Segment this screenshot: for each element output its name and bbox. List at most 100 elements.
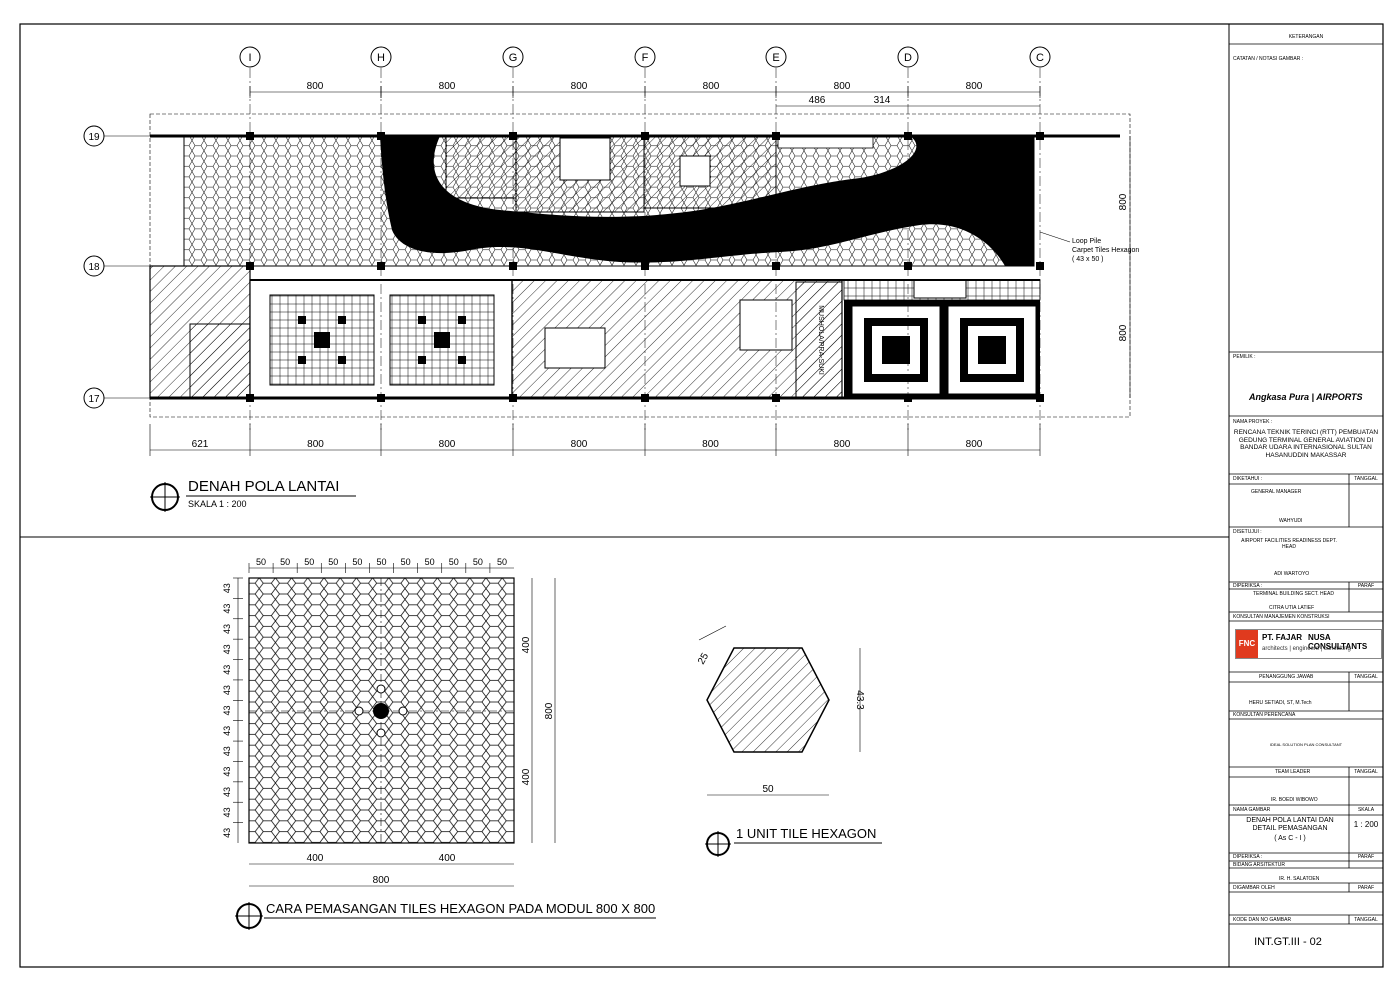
unit-title: 1 UNIT TILE HEXAGON — [736, 826, 876, 841]
tb-afr: AIRPORT FACILITIES READINESS DEPT. HEAD — [1241, 538, 1337, 550]
tb-afr-name: ADI WARTOYO — [1274, 571, 1310, 577]
dim-hex-width: 50 — [304, 557, 314, 567]
grid-bubble — [370, 46, 392, 68]
dim-hex-height: 43 — [222, 644, 232, 654]
grid-label-col: E — [772, 52, 779, 64]
fnc-abbr: FNC — [1236, 630, 1258, 658]
tb-bidang: BIDANG ARSITEKTUR — [1233, 862, 1285, 868]
dim-hex-width: 50 — [328, 557, 338, 567]
grid-label-col: C — [1036, 52, 1044, 64]
grid-bubble — [634, 46, 656, 68]
unit-side: 25 — [696, 651, 711, 667]
tb-diketahui: DIKETAHUI : — [1233, 476, 1263, 482]
tb-tanggal-3: TANGGAL — [1354, 769, 1378, 775]
callout-line3: ( 43 x 50 ) — [1072, 256, 1104, 263]
dim-hex-width: 50 — [401, 557, 411, 567]
grid-label-col: G — [509, 52, 518, 64]
dim-hex-height: 43 — [222, 828, 232, 838]
column — [1036, 262, 1044, 270]
grid-label-col: I — [248, 52, 251, 64]
tb-kode: KODE DAN NO GAMBAR — [1233, 917, 1292, 923]
dim-bottom: 800 — [307, 439, 324, 450]
unit-hexagon — [706, 647, 830, 753]
tb-tl-name: IR. BOEDI WIBOWO — [1271, 797, 1318, 803]
grid-label-col: D — [904, 52, 912, 64]
dim-hex-height: 43 — [222, 787, 232, 797]
plan-scale: SKALA 1 : 200 — [188, 499, 247, 509]
tb-pemilik: PEMILIK : — [1233, 354, 1256, 360]
tb-konsultan-mk: KONSULTAN MANAJEMEN KONSTRUKSI — [1233, 614, 1330, 620]
grid-bubble — [502, 46, 524, 68]
dim-top: 800 — [307, 81, 324, 92]
column — [246, 394, 254, 402]
dim-hex-width: 50 — [280, 557, 290, 567]
carpet-dark-band — [380, 136, 1034, 266]
column — [377, 262, 385, 270]
tb-paraf-1: PARAF — [1357, 583, 1375, 589]
column — [641, 132, 649, 140]
dim-bottom: 800 — [702, 439, 719, 450]
callout-line2: Carpet Tiles Hexagon — [1072, 247, 1139, 254]
column — [904, 262, 912, 270]
title-block: KETERANGAN CATATAN / NOTASI GAMBAR : PEM… — [1229, 24, 1383, 967]
dim-hex-width: 50 — [376, 557, 386, 567]
column — [641, 394, 649, 402]
column — [904, 132, 912, 140]
grid-bubble — [239, 46, 261, 68]
column — [772, 132, 780, 140]
tb-disetujui: DISETUJUI : — [1233, 529, 1262, 535]
tb-nama-gambar: NAMA GAMBAR — [1233, 807, 1271, 813]
column — [904, 394, 912, 402]
unit-height: 43.3 — [854, 690, 865, 710]
module-center-mark — [373, 703, 389, 719]
dim-bottom: 621 — [192, 439, 209, 450]
det-right-dim-b: 400 — [521, 768, 532, 785]
fnc-logo: FNC PT. FAJAR NUSA CONSULTANTS architect… — [1235, 629, 1382, 659]
right-dim-lower: 800 — [1118, 324, 1129, 341]
dim-top: 800 — [703, 81, 720, 92]
column — [246, 132, 254, 140]
dim-top: 800 — [834, 81, 851, 92]
fnc-name1: PT. FAJAR — [1262, 633, 1303, 642]
tb-ars-name: IR. H. SALATOEN — [1279, 876, 1320, 882]
owner-logo: Angkasa Pura | AIRPORTS — [1249, 392, 1363, 402]
grid-bubble — [83, 387, 105, 409]
tb-pj: PENANGGUNG JAWAB — [1259, 674, 1314, 680]
tb-team-leader: TEAM LEADER — [1275, 769, 1311, 775]
column — [641, 262, 649, 270]
tb-pj-name: HERU SETIADI, ST, M.Tech — [1249, 700, 1312, 706]
det-bottom-total: 800 — [373, 875, 390, 886]
sheet-border — [19, 23, 1384, 968]
tb-project: RENCANA TEKNIK TERINCI (RTT) PEMBUATAN G… — [1233, 429, 1379, 459]
plan-title: DENAH POLA LANTAI — [188, 478, 339, 495]
det-right-dim-a: 400 — [521, 636, 532, 653]
callout-line1: Loop Pile — [1072, 238, 1101, 245]
tb-tanggal-2: TANGGAL — [1354, 674, 1378, 680]
tb-gm-name: WAHYUDI — [1279, 518, 1303, 524]
dim-bottom: 800 — [439, 439, 456, 450]
grid-bubble — [83, 255, 105, 277]
fnc-sub: architects | engineers | consulting — [1262, 646, 1351, 652]
tb-konsultan-p: KONSULTAN PERENCANA — [1233, 712, 1296, 718]
dim-hex-width: 50 — [473, 557, 483, 567]
det-bottom-dim-a: 400 — [307, 853, 324, 864]
dim-hex-height: 43 — [222, 665, 232, 675]
tb-digambar: DIGAMBAR OLEH — [1233, 885, 1275, 891]
dim-hex-width: 50 — [497, 557, 507, 567]
sub-dim-b: 314 — [874, 95, 891, 106]
det-outer-right: 800 — [544, 702, 555, 719]
column — [246, 262, 254, 270]
column — [772, 394, 780, 402]
tb-catatan: CATATAN / NOTASI GAMBAR : — [1233, 56, 1304, 62]
dim-hex-height: 43 — [222, 624, 232, 634]
tb-tbs-name: CITRA UTIA LATIEF — [1269, 605, 1315, 611]
tb-paraf-3: PARAF — [1357, 885, 1375, 891]
right-dim-upper: 800 — [1118, 193, 1129, 210]
tb-gm: GENERAL MANAGER — [1251, 489, 1302, 495]
grid-label-row: 18 — [88, 262, 100, 273]
column — [509, 132, 517, 140]
room-label: MUSHOLA/PRA-SUKI — [817, 305, 824, 375]
dim-hex-width: 50 — [352, 557, 362, 567]
